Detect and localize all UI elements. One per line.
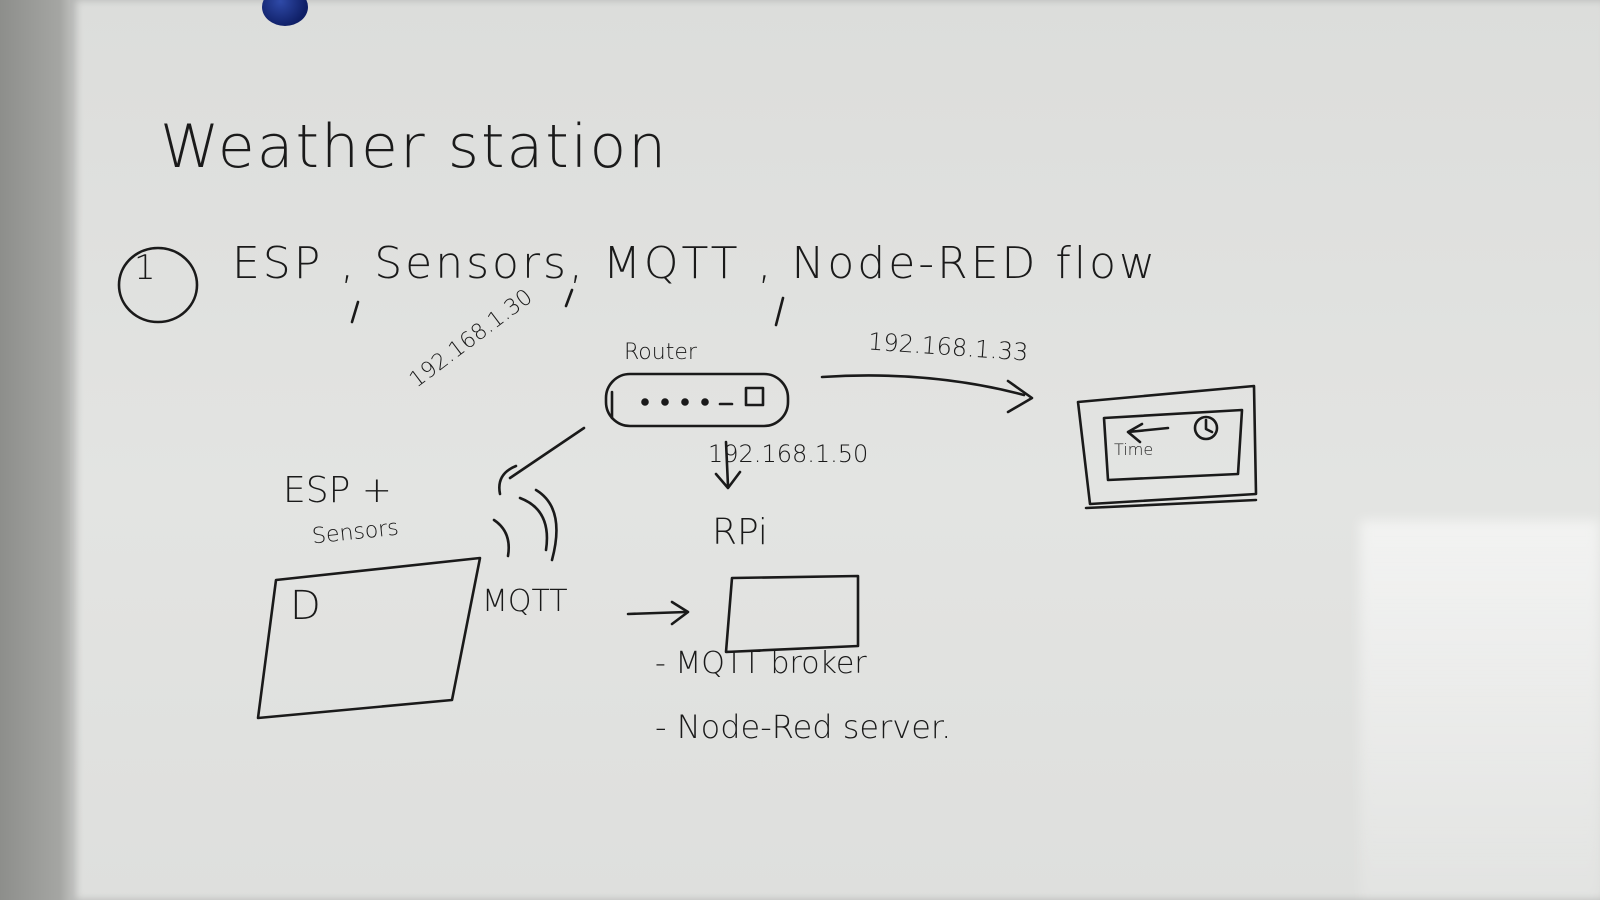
esp-box (256, 556, 482, 720)
router-led (681, 398, 689, 406)
clock-icon (1193, 415, 1219, 441)
router-led (701, 398, 709, 406)
arrow-head (714, 470, 742, 490)
arrow-mqtt (626, 610, 688, 616)
wifi-waves-icon (492, 518, 510, 558)
wifi-waves-icon (498, 464, 518, 496)
whiteboard (70, 0, 1600, 900)
separator (350, 300, 360, 324)
arrow-router-to-rpi (724, 440, 730, 488)
rpi-item: - MQTT broker (655, 646, 867, 681)
rpi-item: - Node-Red server. (655, 708, 952, 746)
rpi-ip-label: 192.168.1.50 (708, 440, 869, 468)
clock-hands (1204, 418, 1214, 434)
mqtt-label: MQTT (482, 584, 568, 619)
light-reflection (1360, 520, 1600, 900)
separator (564, 288, 574, 308)
wifi-line (508, 426, 586, 480)
arrow-left-icon (1126, 422, 1170, 444)
rpi-box (724, 574, 860, 654)
esp-board-glyph: D (290, 583, 321, 629)
step-number-circle (117, 246, 199, 324)
rpi-label: RPi (712, 512, 768, 553)
pc-monitor-outer (1076, 384, 1258, 506)
arrow-head (1006, 379, 1034, 414)
router-led (641, 398, 649, 406)
pc-stand (1084, 498, 1258, 510)
router-port-square (744, 386, 765, 407)
pc-screen-label: Time (1114, 440, 1154, 459)
page-title: Weather station (160, 112, 669, 182)
arrow-router-to-pc (820, 374, 1026, 397)
router-label: Router (624, 340, 697, 365)
esp-label: ESP + (283, 470, 392, 511)
router-box (604, 372, 790, 428)
router-led (661, 398, 669, 406)
wifi-waves-icon (534, 488, 558, 562)
wifi-waves-icon (518, 496, 549, 552)
separator (774, 296, 785, 327)
step-description: ESP , Sensors, MQTT , Node-RED flow (232, 238, 1159, 289)
pc-monitor-inner (1102, 408, 1244, 482)
step-number: 1 (134, 248, 156, 288)
arrow-head (670, 600, 690, 626)
